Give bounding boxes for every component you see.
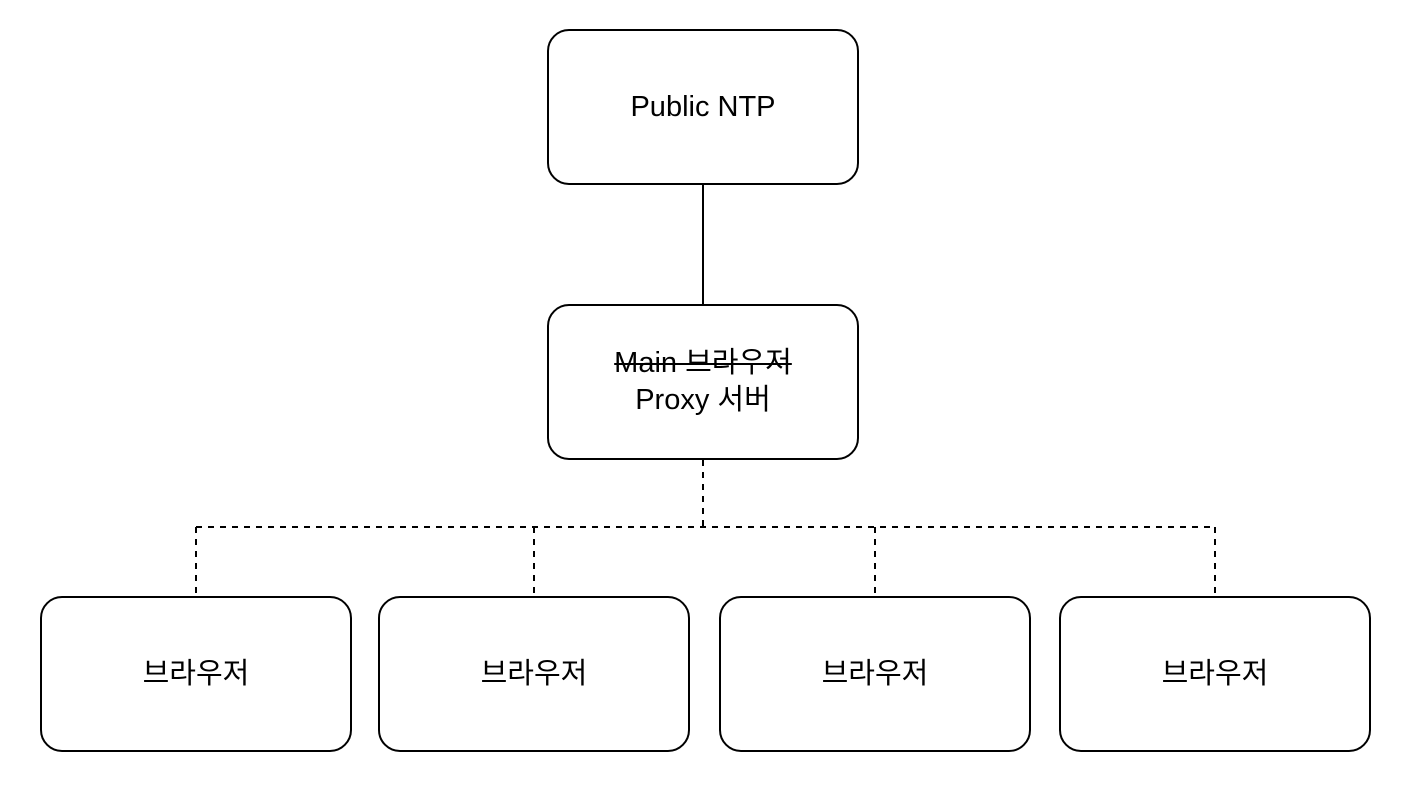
browser-node-3: 브라우저 bbox=[719, 596, 1031, 752]
browser-label: 브라우저 bbox=[821, 657, 929, 690]
browser-label: 브라우저 bbox=[142, 657, 250, 690]
browser-label: 브라우저 bbox=[1161, 657, 1269, 690]
proxy-server-node: Main 브라우저 Proxy 서버 bbox=[547, 304, 859, 460]
main-browser-struck-label: Main 브라우저 bbox=[614, 347, 792, 379]
browser-node-4: 브라우저 bbox=[1059, 596, 1371, 752]
browser-node-1: 브라우저 bbox=[40, 596, 352, 752]
proxy-server-label: Proxy 서버 bbox=[635, 384, 771, 416]
public-ntp-node: Public NTP bbox=[547, 29, 859, 185]
browser-label: 브라우저 bbox=[480, 657, 588, 690]
browser-node-2: 브라우저 bbox=[378, 596, 690, 752]
public-ntp-label: Public NTP bbox=[630, 90, 776, 123]
